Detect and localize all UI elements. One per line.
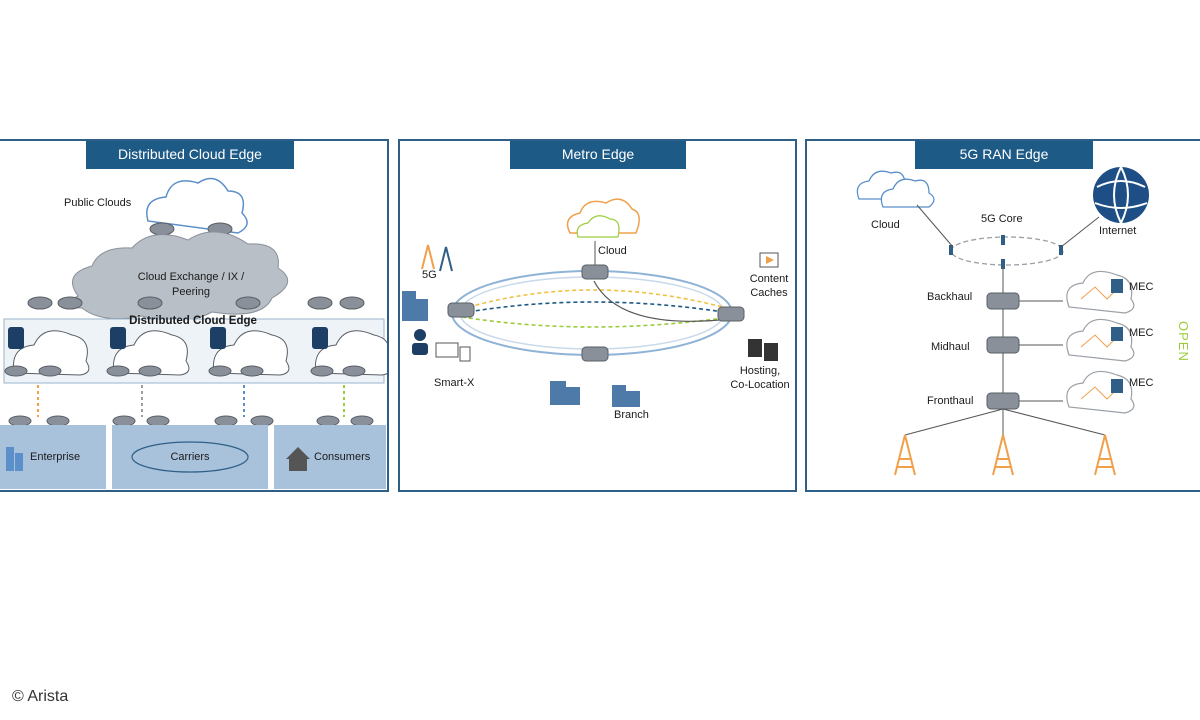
carriers-label: Carriers [170,451,210,463]
cloud-icon [856,170,935,208]
midhaul-label: Midhaul [931,341,970,353]
dce-diagram [0,177,387,489]
tower-icon [894,434,1116,476]
panel-title: Distributed Cloud Edge [86,141,294,169]
cloud-icon [566,198,640,238]
database-icon [8,327,24,349]
content-caches-label-1: Content [749,273,789,285]
person-icon [412,329,428,355]
panel-5g-ran-edge: 5G RAN Edge Cloud 5G Core Internet Backh… [805,139,1200,492]
mec-label: MEC [1129,327,1154,339]
router-node-group [447,264,745,362]
house-icon [286,447,310,471]
public-clouds-label: Public Clouds [64,197,132,209]
devices-icon [435,342,471,362]
carriers-ellipse [131,441,249,473]
5g-core-label: 5G Core [981,213,1023,225]
panel-title: 5G RAN Edge [915,141,1093,169]
ran-diagram [856,166,1149,476]
cloud-label: Cloud [598,245,627,257]
content-caches-label-2: Caches [750,287,788,299]
server-icon [748,339,778,361]
tower-icon [421,244,435,270]
globe-icon [1093,166,1149,224]
consumers-label: Consumers [314,451,371,463]
hosting-label-1: Hosting, [739,365,781,377]
cloud-exchange-label-1: Cloud Exchange / IX / [137,271,245,283]
5g-label: 5G [422,269,437,281]
smart-x-label: Smart-X [434,377,475,389]
building-icon [6,447,23,471]
buildings-icon [402,291,640,407]
panel-metro-edge: Metro Edge Cloud 5G Smart-X Branch Conte… [398,139,797,492]
mec-label: MEC [1129,281,1154,293]
metro-diagram [402,198,779,407]
cloud-exchange-label-2: Peering [172,286,210,298]
fronthaul-label: Fronthaul [927,395,974,407]
panel-distributed-cloud-edge: Distributed Cloud Edge Public Clouds Clo… [0,139,389,492]
open-label: OPEN [1176,321,1191,362]
copyright-text: © Arista [12,688,69,705]
branch-label: Branch [614,409,649,421]
panel-title: Metro Edge [510,141,686,169]
distributed-cloud-edge-strip-label: Distributed Cloud Edge [129,315,257,327]
hosting-label-2: Co-Location [730,379,790,391]
backhaul-label: Backhaul [927,291,973,303]
mec-label: MEC [1129,377,1154,389]
cloud-label: Cloud [871,219,900,231]
enterprise-label: Enterprise [30,451,81,463]
internet-label: Internet [1099,225,1137,237]
public-cloud-icon [146,177,248,234]
